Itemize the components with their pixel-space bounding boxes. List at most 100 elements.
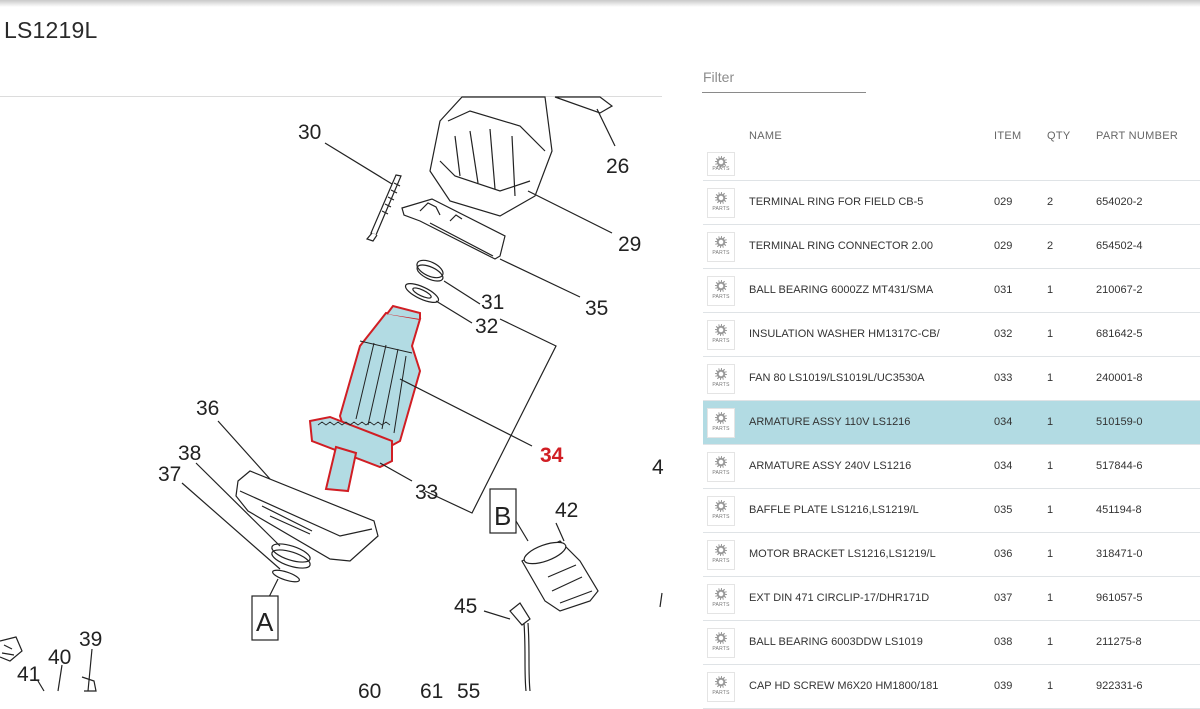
- part-thumbnail: PARTS: [707, 408, 735, 438]
- part-item: 032: [994, 328, 1013, 340]
- gear-icon: [715, 368, 727, 380]
- part-number: 654502-4: [1096, 240, 1143, 252]
- header-part-number[interactable]: PART NUMBER: [1096, 130, 1179, 142]
- callout-34: 34: [540, 444, 564, 467]
- part-number: 654020-2: [1096, 196, 1143, 208]
- exploded-diagram[interactable]: 30 26 29 35 31 32 34 36 38 37 33 42 45 3…: [0, 96, 664, 703]
- callout-55: 55: [457, 680, 480, 703]
- part-thumbnail: PARTS: [707, 320, 735, 350]
- callout-41: 41: [17, 663, 40, 686]
- gear-icon: [715, 456, 727, 468]
- part-item: 034: [994, 460, 1013, 472]
- callout-45: 45: [454, 595, 477, 618]
- table-row[interactable]: PARTS TERMINAL RING CONNECTOR 2.00 029 2…: [703, 225, 1200, 269]
- box-label-b: [489, 488, 517, 534]
- part-number: 681642-5: [1096, 328, 1143, 340]
- part-number: 451194-8: [1096, 504, 1142, 516]
- part-name: ARMATURE ASSY 110V LS1216: [749, 416, 911, 428]
- gear-icon: [715, 500, 727, 512]
- table-row[interactable]: PARTS TERMINAL RING FOR FIELD CB-5 029 2…: [703, 181, 1200, 225]
- table-row[interactable]: PARTS CAP HD SCREW M6X20 HM1800/181 039 …: [703, 665, 1200, 709]
- part-35-baffle-plate[interactable]: [401, 198, 506, 260]
- header-qty[interactable]: QTY: [1047, 130, 1071, 142]
- gear-icon: [715, 632, 727, 644]
- part-item: 038: [994, 636, 1013, 648]
- part-number: 211275-8: [1096, 636, 1142, 648]
- callout-29: 29: [618, 233, 641, 256]
- thumbnail-label: PARTS: [712, 558, 730, 564]
- part-item: 034: [994, 416, 1013, 428]
- part-30-screw[interactable]: [365, 174, 402, 242]
- table-row[interactable]: PARTS INSULATION WASHER HM1317C-CB/ 032 …: [703, 313, 1200, 357]
- part-26-housing[interactable]: [429, 96, 614, 217]
- gear-icon: [715, 544, 727, 556]
- part-thumbnail: PARTS: [707, 672, 735, 702]
- box-letter-a: A: [256, 607, 274, 637]
- callout-60: 60: [358, 680, 381, 703]
- part-thumbnail: PARTS: [707, 584, 735, 614]
- part-34-armature[interactable]: [308, 304, 422, 493]
- gear-icon: [715, 588, 727, 600]
- part-37-circlip[interactable]: [271, 568, 300, 584]
- table-row[interactable]: PARTS BALL BEARING 6000ZZ MT431/SMA 031 …: [703, 269, 1200, 313]
- part-thumbnail: PARTS: [707, 364, 735, 394]
- part-name: TERMINAL RING CONNECTOR 2.00: [749, 240, 933, 252]
- table-row[interactable]: PARTS EXT DIN 471 CIRCLIP-17/DHR171D 037…: [703, 577, 1200, 621]
- callout-40: 40: [48, 646, 71, 669]
- filter-input[interactable]: [702, 62, 866, 93]
- part-number: 517844-6: [1096, 460, 1143, 472]
- part-36-motor-bracket[interactable]: [235, 470, 379, 562]
- part-qty: 1: [1047, 680, 1054, 692]
- table-row[interactable]: PARTS FAN 80 LS1019/LS1019L/UC3530A 033 …: [703, 357, 1200, 401]
- part-qty: 1: [1047, 592, 1054, 604]
- thumbnail-label: PARTS: [712, 166, 730, 172]
- part-thumbnail: PARTS: [707, 452, 735, 482]
- thumbnail-label: PARTS: [712, 250, 730, 256]
- part-item: 036: [994, 548, 1013, 560]
- part-45-cable[interactable]: [509, 602, 531, 692]
- part-item: 029: [994, 196, 1013, 208]
- table-row[interactable]: PARTS BAFFLE PLATE LS1216,LS1219/L 035 1…: [703, 489, 1200, 533]
- part-item: 029: [994, 240, 1013, 252]
- callout-61: 61: [420, 680, 443, 703]
- thumbnail-label: PARTS: [712, 206, 730, 212]
- table-row[interactable]: PARTS BALL BEARING 6003DDW LS1019 038 1 …: [703, 621, 1200, 665]
- thumbnail-label: PARTS: [712, 338, 730, 344]
- part-number: 318471-0: [1096, 548, 1143, 560]
- exploded-diagram-svg: 30 26 29 35 31 32 34 36 38 37 33 42 45 3…: [0, 96, 664, 703]
- part-thumbnail: PARTS: [707, 628, 735, 658]
- table-row[interactable]: PARTS ARMATURE ASSY 240V LS1216 034 1 51…: [703, 445, 1200, 489]
- part-qty: 1: [1047, 504, 1054, 516]
- part-31-bearing[interactable]: [414, 257, 445, 285]
- part-32-washer[interactable]: [403, 280, 441, 306]
- page-title: LS1219L: [4, 17, 98, 43]
- part-thumbnail: PARTS: [707, 152, 735, 176]
- part-item: 031: [994, 284, 1013, 296]
- callout-36: 36: [196, 397, 219, 420]
- part-qty: 2: [1047, 196, 1054, 208]
- table-row-partial[interactable]: PARTS: [703, 152, 1200, 181]
- part-38-ball-bearing[interactable]: [270, 540, 312, 572]
- part-name: BALL BEARING 6000ZZ MT431/SMA: [749, 284, 934, 296]
- part-number: 961057-5: [1096, 592, 1143, 604]
- thumbnail-label: PARTS: [712, 690, 730, 696]
- table-body: PARTS TERMINAL RING FOR FIELD CB-5 029 2…: [703, 181, 1200, 709]
- part-name: INSULATION WASHER HM1317C-CB/: [749, 328, 940, 340]
- callout-32: 32: [475, 315, 498, 338]
- part-42-cap[interactable]: [521, 538, 599, 612]
- gear-icon: [715, 676, 727, 688]
- table-row[interactable]: PARTS ARMATURE ASSY 110V LS1216 034 1 51…: [703, 401, 1200, 445]
- header-name[interactable]: NAME: [749, 130, 782, 142]
- thumbnail-label: PARTS: [712, 294, 730, 300]
- part-number: 240001-8: [1096, 372, 1143, 384]
- header-item[interactable]: ITEM: [994, 130, 1022, 142]
- table-row[interactable]: PARTS MOTOR BRACKET LS1216,LS1219/L 036 …: [703, 533, 1200, 577]
- part-number: 922331-6: [1096, 680, 1143, 692]
- callout-31: 31: [481, 291, 504, 314]
- box-letter-b: B: [494, 501, 511, 531]
- callout-26: 26: [606, 155, 629, 178]
- part-thumbnail: PARTS: [707, 276, 735, 306]
- box-label-a: [251, 595, 279, 641]
- part-item: 037: [994, 592, 1013, 604]
- part-qty: 1: [1047, 328, 1054, 340]
